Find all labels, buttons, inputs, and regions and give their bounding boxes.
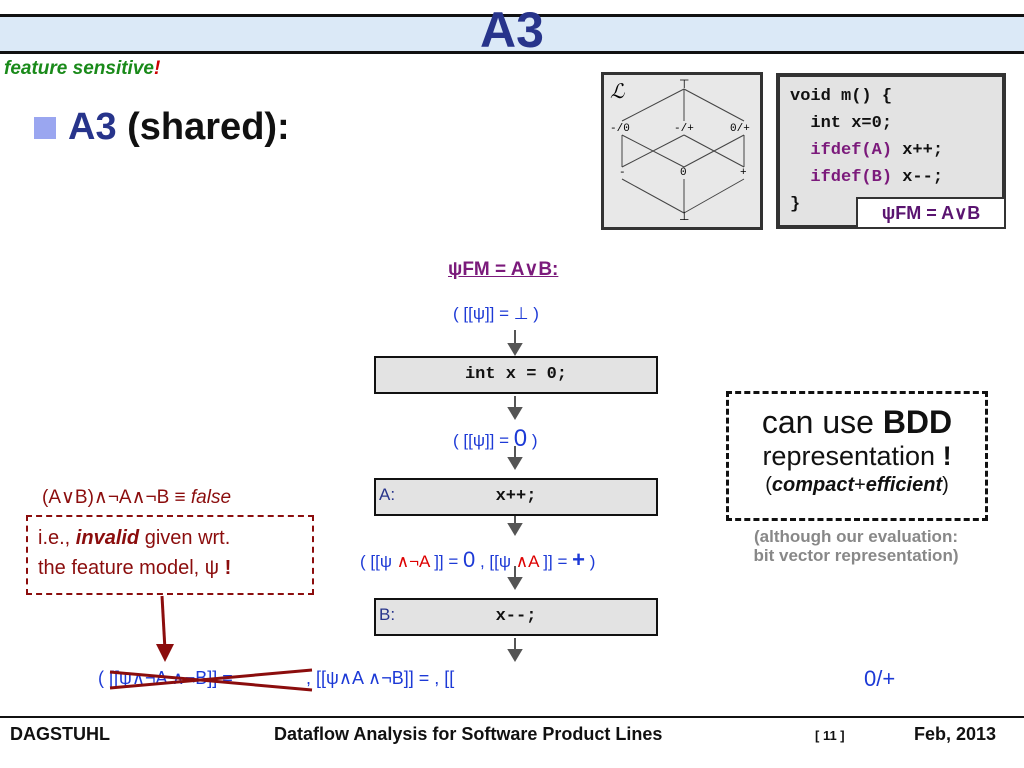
section-heading: A3 (shared):: [68, 106, 290, 148]
invalid-line-1: i.e., invalid given wrt.: [38, 527, 231, 549]
lattice-zero: 0: [680, 167, 687, 179]
bdd-line-1: can use BDD: [761, 404, 953, 440]
footer-page-number: [ 11 ]: [815, 728, 845, 743]
lattice-minus: -: [619, 167, 626, 179]
evaluation-note: (although our evaluation: bit vector rep…: [753, 527, 959, 565]
feature-model-box: ψFM = A∨B: [856, 197, 1006, 229]
lattice-symbol: ℒ: [610, 79, 625, 103]
code-line-4: ifdef(B) x--;: [790, 168, 944, 187]
lattice-mid-label: -/+: [674, 123, 694, 135]
flow-state-4-rest: , [[ψ∧A ∧¬B]] = , [[: [306, 668, 455, 688]
code-line-3: ifdef(A) x++;: [790, 141, 944, 160]
flow-state-1: ( [[ψ]] = ⊥ ): [453, 304, 539, 323]
footer-date: Feb, 2013: [914, 724, 997, 744]
stmt-b-code: x--;: [495, 607, 537, 626]
flow-state-2: ( [[ψ]] = 0 ): [453, 425, 538, 452]
title-band: [0, 14, 1024, 54]
subtitle: feature sensitive!: [4, 58, 161, 79]
flow-arrows: [507, 330, 523, 662]
lattice-lines: [621, 88, 745, 214]
stmt-b: B: x--;: [374, 598, 658, 636]
lattice-diagram: ℒ ⊤ -/0 -/+ 0/+ - 0 + ⊥: [601, 72, 763, 230]
flow-header: ψFM = A∨B:: [448, 259, 559, 280]
flow-state-4-value: 0/+: [864, 666, 896, 691]
bdd-line-3: (compact+efficient): [765, 474, 949, 496]
bullet-square-icon: [34, 117, 56, 139]
lattice-right-label: 0/+: [730, 123, 750, 135]
bdd-note-box: can use BDD representation ! (compact+ef…: [726, 391, 988, 521]
lattice-bottom: ⊥: [679, 209, 690, 223]
stmt-b-label: B:: [379, 605, 396, 624]
flow-state-3: ( [[ψ ∧¬A ]] = 0 , [[ψ ∧A ]] = + ): [360, 547, 596, 572]
lattice-plus: +: [740, 167, 747, 179]
invalid-arrow: [156, 595, 174, 662]
stmt-a: A: x++;: [374, 478, 658, 516]
slide-title: A3: [480, 2, 544, 58]
invalid-note-box: i.e., invalid given wrt. the feature mod…: [26, 515, 314, 595]
strike-out-cross: [109, 668, 313, 692]
footer-venue: DAGSTUHL: [10, 724, 110, 744]
stmt-a-label: A:: [379, 485, 396, 504]
footer-divider: [0, 716, 1024, 718]
lattice-left-label: -/0: [610, 123, 630, 135]
false-equation: (A∨B)∧¬A∧¬B ≡ false: [42, 487, 232, 508]
lattice-top: ⊤: [679, 77, 690, 91]
footer-talk-title: Dataflow Analysis for Software Product L…: [274, 724, 663, 744]
stmt-a-code: x++;: [495, 487, 537, 506]
stmt-init-code: int x = 0;: [464, 365, 568, 384]
code-line-2: int x=0;: [790, 114, 893, 133]
code-line-1: void m() {: [790, 87, 893, 106]
invalid-line-2: the feature model, ψ !: [38, 557, 232, 579]
bdd-line-2: representation !: [762, 441, 952, 471]
code-line-5: }: [790, 195, 801, 214]
stmt-init: int x = 0;: [374, 356, 658, 394]
